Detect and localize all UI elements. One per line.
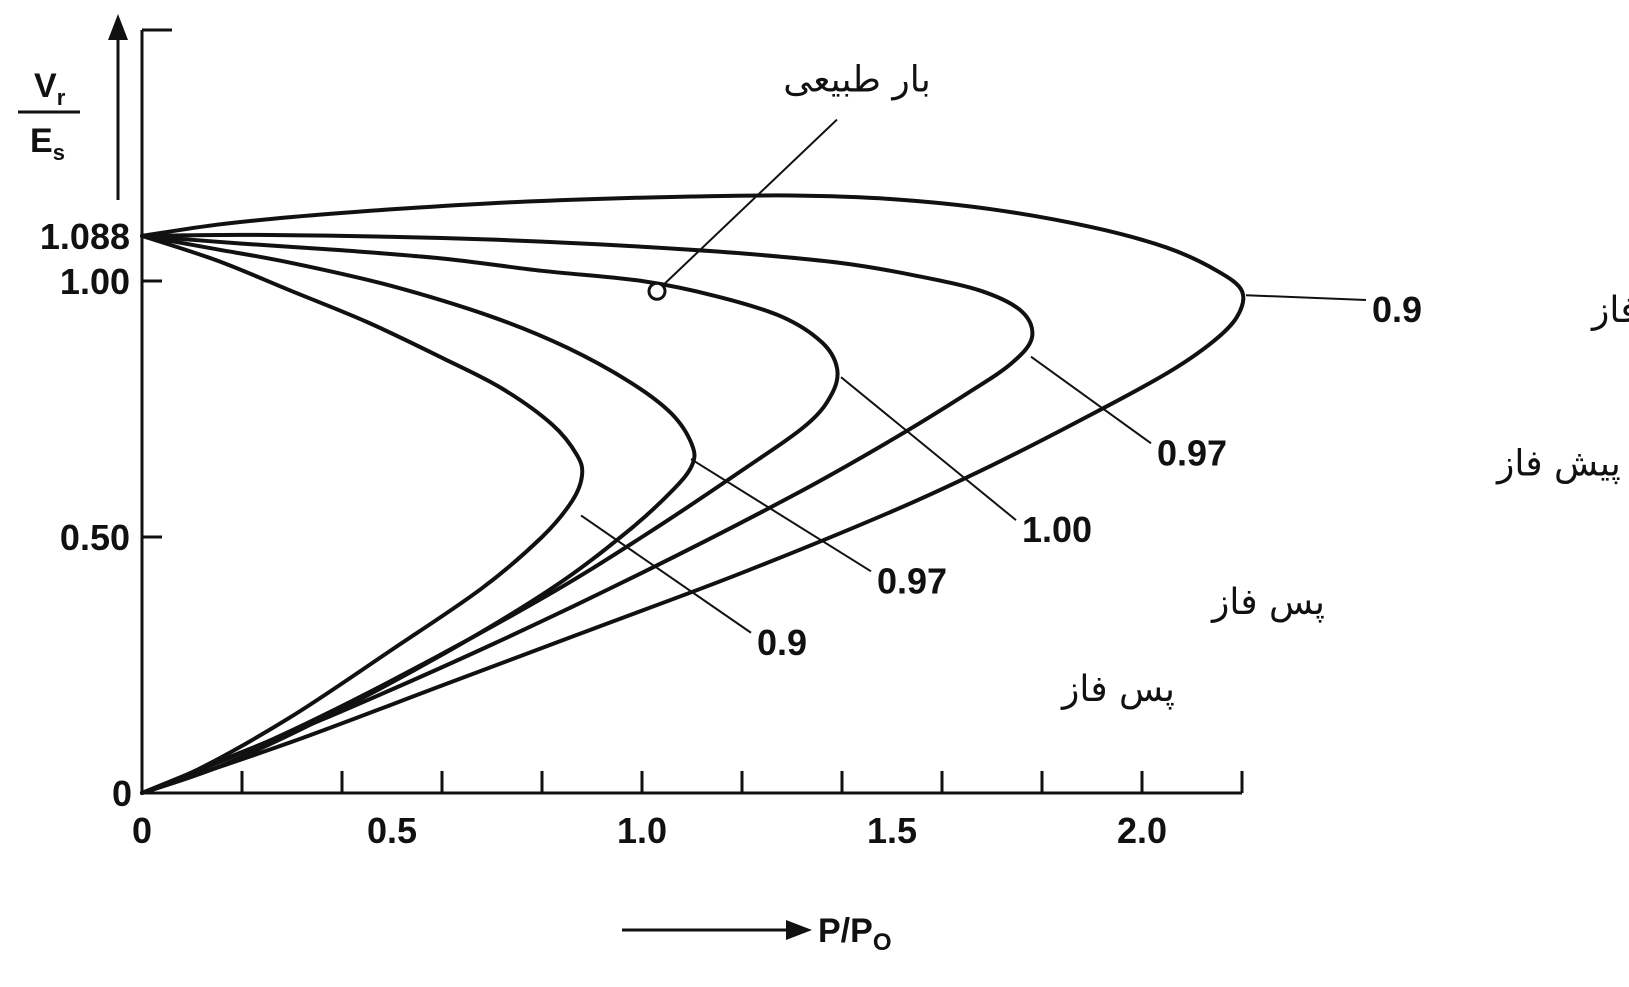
y-axis-label: Vr Es xyxy=(18,14,128,200)
x-label: P/PO xyxy=(818,912,891,956)
x-tick-label: 1.0 xyxy=(617,810,667,851)
y-label-denominator: Es xyxy=(30,122,65,165)
curve-label-leader xyxy=(690,458,872,573)
region-label: پیش فاز xyxy=(1590,290,1629,331)
y-axis-arrow-head xyxy=(108,14,128,40)
region-label: پس فاز xyxy=(1060,669,1175,710)
annotation-leader xyxy=(662,118,838,286)
x-axis-label: P/PO xyxy=(622,912,891,956)
curve-label: 0.9 xyxy=(757,622,807,663)
y-tick-label: 0.50 xyxy=(60,517,130,558)
curve-label-leader xyxy=(1245,294,1367,301)
curve-label-leader xyxy=(1030,355,1152,445)
curves xyxy=(140,193,1246,795)
curve-label: 0.97 xyxy=(1157,432,1227,473)
x-tick-label: 0 xyxy=(132,810,152,851)
x-tick-label: 2.0 xyxy=(1117,810,1167,851)
y-tick-label: 1.00 xyxy=(60,261,130,302)
annotation-label: بار طبیعی xyxy=(783,60,931,101)
region-label: پیش فاز xyxy=(1495,444,1621,485)
x-axis-arrow-head xyxy=(786,920,812,940)
series-curve-1 xyxy=(140,232,1035,795)
series-curve-3 xyxy=(140,233,697,795)
series-curve-2 xyxy=(140,233,840,795)
curve-label: 0.97 xyxy=(877,560,947,601)
series-curve-4 xyxy=(140,233,585,795)
curve-label: 0.9 xyxy=(1372,289,1422,330)
series-curve-0 xyxy=(140,193,1246,795)
y-tick-label: 1.088 xyxy=(40,216,130,257)
x-tick-label: 1.5 xyxy=(867,810,917,851)
x-tick-label: 0.5 xyxy=(367,810,417,851)
y-label-numerator: Vr xyxy=(34,67,66,110)
y-tick-label: 0 xyxy=(112,773,132,814)
curve-label: 1.00 xyxy=(1022,509,1092,550)
curve-label-leader xyxy=(840,376,1017,521)
curve-label-leader xyxy=(580,514,752,634)
region-label: پس فاز xyxy=(1210,582,1325,623)
labels: 0.9 0.97 1.00 0.97 0.9 پیش فاز پیش فاز پس فاز پس… xyxy=(580,60,1629,710)
natural-load-marker xyxy=(647,281,667,301)
